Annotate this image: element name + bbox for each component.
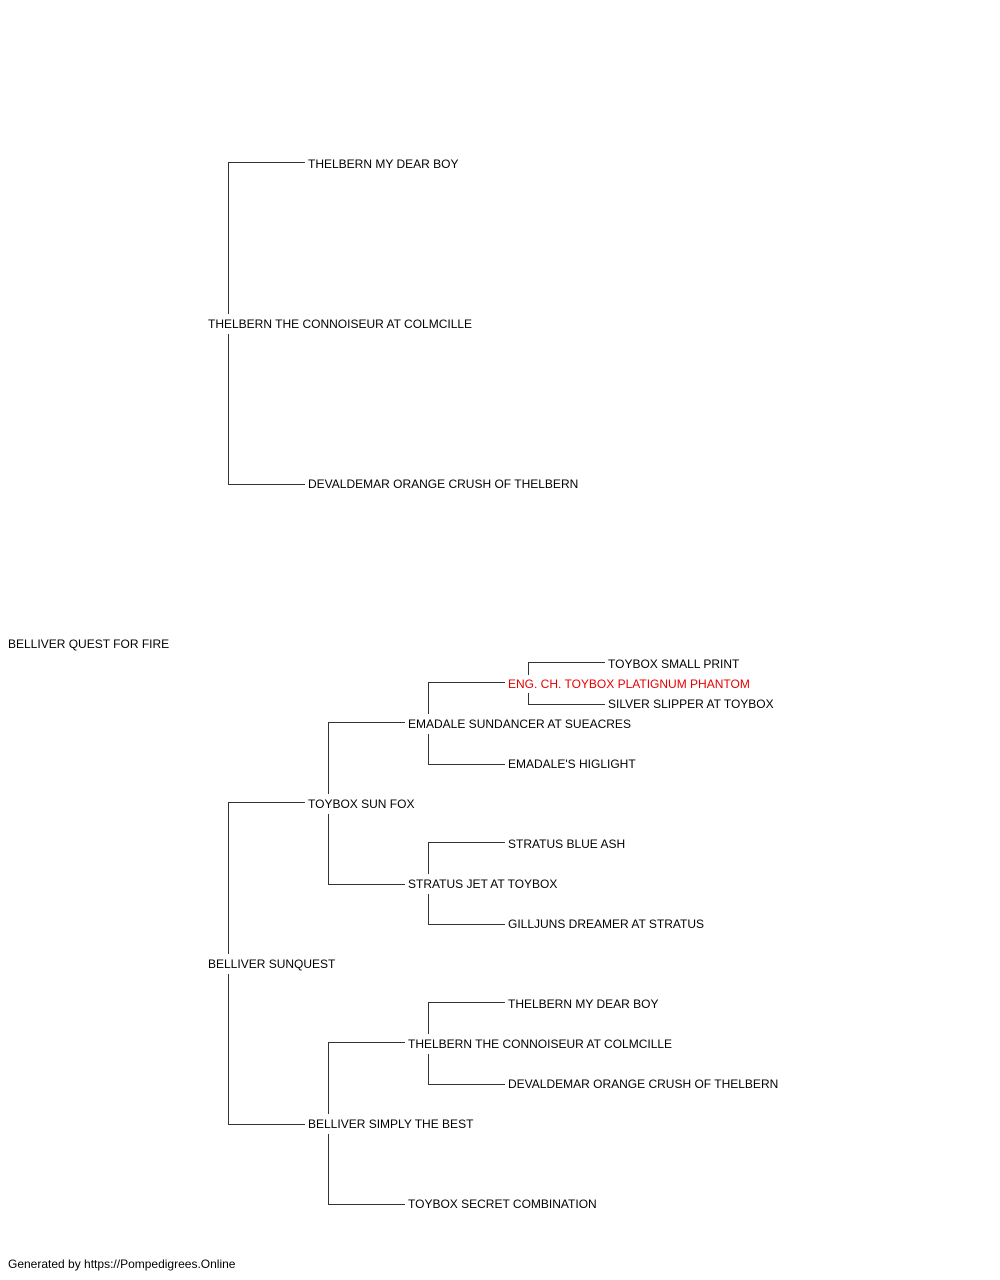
dog-name: TOYBOX SUN FOX — [308, 797, 415, 811]
dog-name: THELBERN THE CONNOISEUR AT COLMCILLE — [408, 1037, 673, 1051]
dog-name: THELBERN MY DEAR BOY — [308, 157, 459, 171]
connector-thelbern-connoisseur-top-dam — [228, 334, 305, 485]
connector-toybox-sun-fox-sire — [328, 722, 405, 794]
connector-stratus-jet-sire — [428, 842, 505, 874]
dog-name: STRATUS JET AT TOYBOX — [408, 877, 558, 891]
dog-name: THELBERN THE CONNOISEUR AT COLMCILLE — [208, 317, 473, 331]
connector-stratus-jet-dam — [428, 894, 505, 925]
dog-name: BELLIVER SIMPLY THE BEST — [308, 1117, 474, 1131]
connector-simply-the-best-sire — [328, 1042, 405, 1114]
dog-name: EMADALE SUNDANCER AT SUEACRES — [408, 717, 631, 731]
dog-name: THELBERN MY DEAR BOY — [508, 997, 659, 1011]
dog-name: EMADALE'S HIGLIGHT — [508, 757, 636, 771]
subject-dog-name: BELLIVER QUEST FOR FIRE — [8, 637, 170, 651]
connector-thelbern-connoisseur-bottom-sire — [428, 1002, 505, 1034]
connector-toybox-sun-fox-dam — [328, 814, 405, 885]
dog-name: STRATUS BLUE ASH — [508, 837, 626, 851]
connector-platignum-phantom-dam — [528, 693, 605, 705]
dog-name: GILLJUNS DREAMER AT STRATUS — [508, 917, 705, 931]
dog-name: TOYBOX SMALL PRINT — [608, 657, 740, 671]
footer-credit: Generated by https://Pompedigrees.Online — [8, 1257, 236, 1271]
connector-simply-the-best-dam — [328, 1134, 405, 1205]
connector-platignum-phantom-sire — [528, 662, 605, 675]
dog-name: DEVALDEMAR ORANGE CRUSH OF THELBERN — [508, 1077, 779, 1091]
dog-name: DEVALDEMAR ORANGE CRUSH OF THELBERN — [308, 477, 579, 491]
dog-name: TOYBOX SECRET COMBINATION — [408, 1197, 597, 1211]
connector-thelbern-connoisseur-bottom-dam — [428, 1054, 505, 1085]
dog-name: BELLIVER SUNQUEST — [208, 957, 336, 971]
dog-name: SILVER SLIPPER AT TOYBOX — [608, 697, 774, 711]
connector-thelbern-connoisseur-top-sire — [228, 162, 305, 314]
connector-emadale-sundancer-dam — [428, 734, 505, 765]
connector-belliver-sunquest-dam — [228, 974, 305, 1125]
champion-dog-name: ENG. CH. TOYBOX PLATIGNUM PHANTOM — [508, 677, 750, 691]
connector-emadale-sundancer-sire — [428, 682, 505, 714]
connector-belliver-sunquest-sire — [228, 802, 305, 954]
